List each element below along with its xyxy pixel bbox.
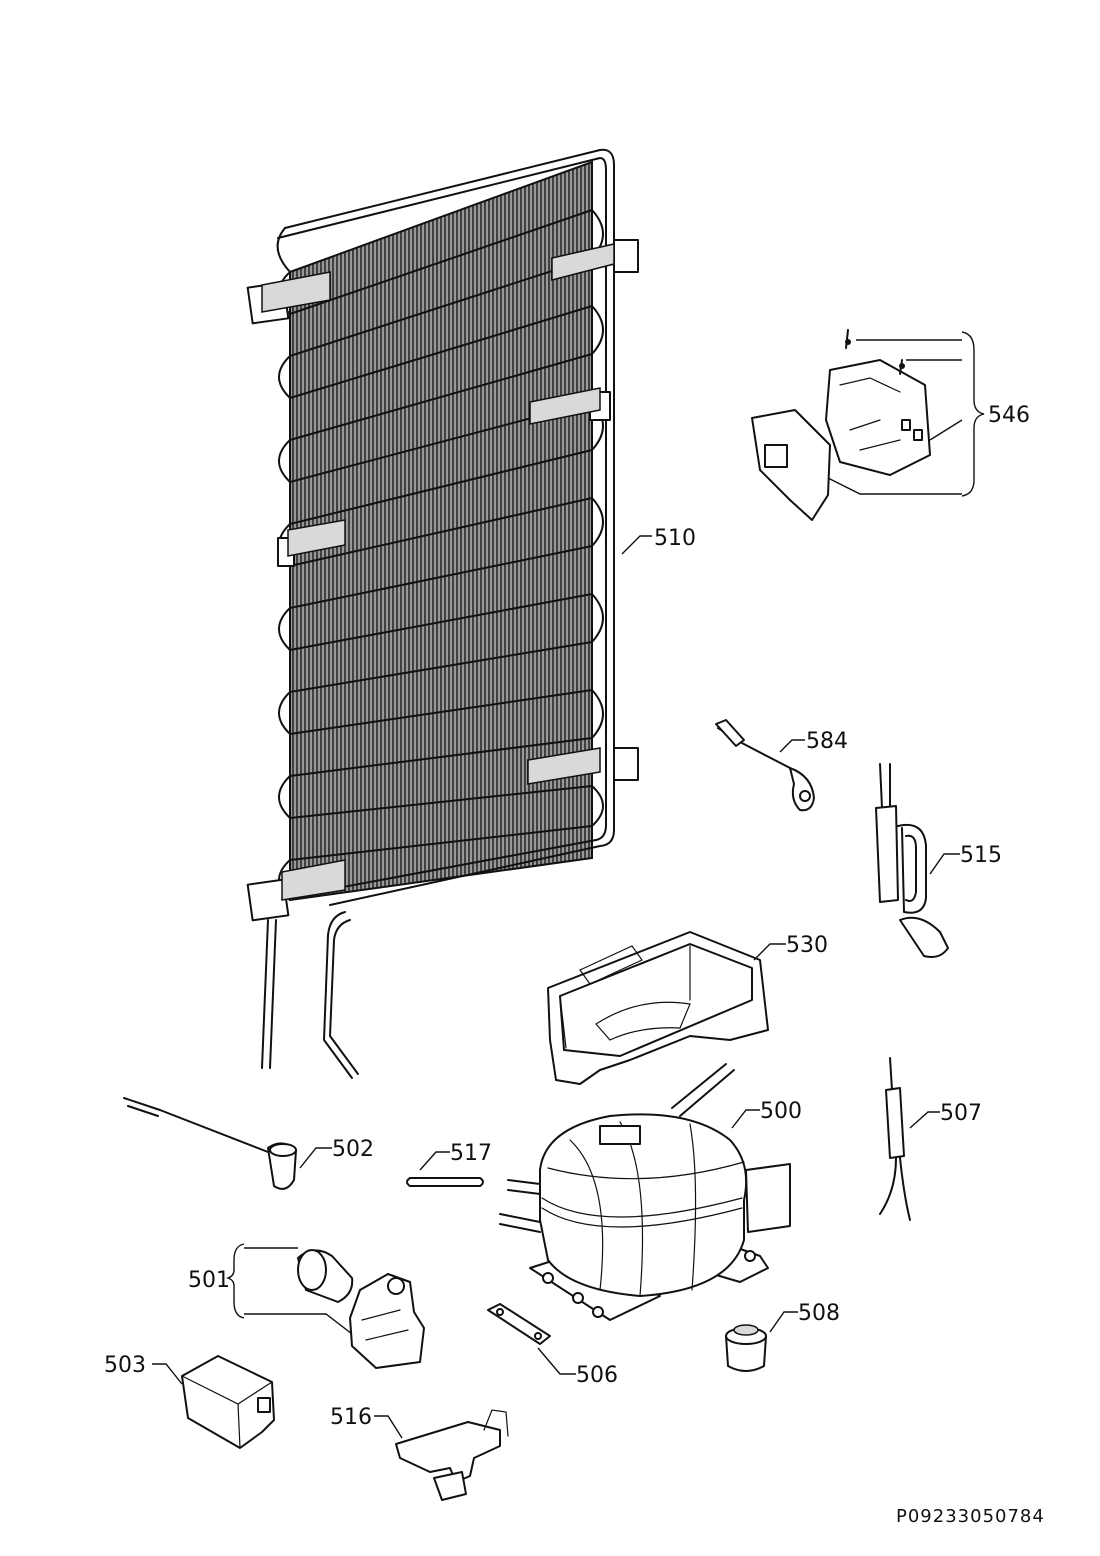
diagram-code: P09233050784	[896, 1506, 1045, 1527]
heater-515	[875, 763, 949, 958]
label-507: 507	[940, 1101, 982, 1126]
leader-508	[769, 1311, 798, 1333]
leader-546	[827, 331, 985, 497]
leader-503	[152, 1363, 183, 1385]
starter-relay-501	[297, 1249, 425, 1369]
leader-510	[621, 535, 652, 555]
capacitor-503	[181, 1355, 275, 1449]
leader-507	[909, 1111, 940, 1129]
label-530: 530	[786, 933, 828, 958]
leader-502	[299, 1147, 332, 1169]
sensor-584	[715, 719, 815, 812]
label-510: 510	[654, 526, 696, 551]
label-502: 502	[332, 1137, 374, 1162]
leader-515	[929, 853, 960, 875]
grommet-508	[725, 1324, 767, 1372]
label-503: 503	[104, 1353, 146, 1378]
label-508: 508	[798, 1301, 840, 1326]
plate-506	[487, 1303, 551, 1345]
label-515: 515	[960, 843, 1002, 868]
label-500: 500	[760, 1099, 802, 1124]
thermal-protector-502	[123, 1097, 297, 1190]
label-584: 584	[806, 729, 848, 754]
tube-517	[406, 1177, 484, 1187]
label-516: 516	[330, 1405, 372, 1430]
leader-530	[753, 943, 786, 961]
label-546: 546	[988, 403, 1030, 428]
compressor-500	[499, 1063, 791, 1321]
label-517: 517	[450, 1141, 492, 1166]
leader-501	[225, 1243, 353, 1335]
label-501: 501	[188, 1268, 230, 1293]
clip-516	[395, 1409, 509, 1501]
control-unit-546	[751, 329, 931, 521]
leader-584	[779, 739, 805, 753]
drier-507	[879, 1057, 911, 1221]
condenser-510	[246, 148, 639, 1079]
leader-500	[731, 1109, 760, 1129]
leader-506	[537, 1347, 576, 1375]
label-506: 506	[576, 1363, 618, 1388]
tray-530	[547, 931, 769, 1085]
leader-516	[374, 1415, 403, 1439]
leader-517	[419, 1151, 450, 1171]
